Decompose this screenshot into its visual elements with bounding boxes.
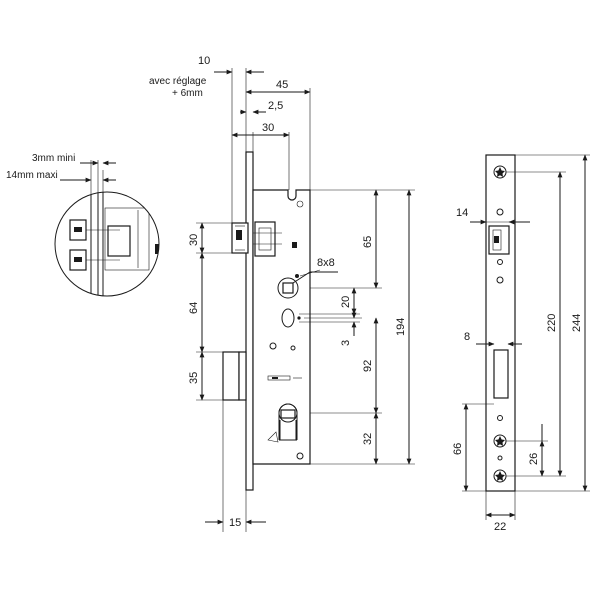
dim-35: 35 — [188, 372, 200, 384]
dim-194: 194 — [395, 318, 407, 336]
dim-26: 26 — [528, 453, 540, 465]
dim-244: 244 — [571, 314, 583, 332]
dim-14-strike: 14 — [456, 207, 468, 219]
dim-22: 22 — [494, 521, 506, 533]
dim-30-latch: 30 — [188, 234, 200, 246]
detail-view — [54, 160, 160, 297]
dim-30-top: 30 — [262, 122, 274, 134]
dim-92: 92 — [362, 360, 374, 372]
dim-10: 10 — [198, 55, 210, 67]
lock-body — [222, 151, 311, 491]
strike-dimensions — [462, 154, 590, 520]
dim-8x8: 8x8 — [317, 257, 335, 269]
dim-20: 20 — [340, 296, 352, 308]
body-dimensions — [196, 189, 415, 532]
dim-64: 64 — [188, 302, 200, 314]
dim-220: 220 — [546, 314, 558, 332]
dim-2-5: 2,5 — [268, 100, 283, 112]
dim-45: 45 — [276, 79, 288, 91]
dim-14mm-maxi: 14mm maxi — [6, 170, 58, 181]
dim-65: 65 — [362, 236, 374, 248]
dim-32: 32 — [362, 433, 374, 445]
dim-8-strike: 8 — [464, 331, 470, 343]
dim-adjust-line1: avec réglage — [149, 76, 207, 87]
dim-66: 66 — [452, 443, 464, 455]
dim-adjust-line2: + 6mm — [172, 88, 203, 99]
dim-3: 3 — [340, 340, 352, 346]
dim-3mm-mini: 3mm mini — [32, 153, 75, 164]
dim-15: 15 — [229, 517, 241, 529]
strike-plate — [485, 154, 516, 492]
